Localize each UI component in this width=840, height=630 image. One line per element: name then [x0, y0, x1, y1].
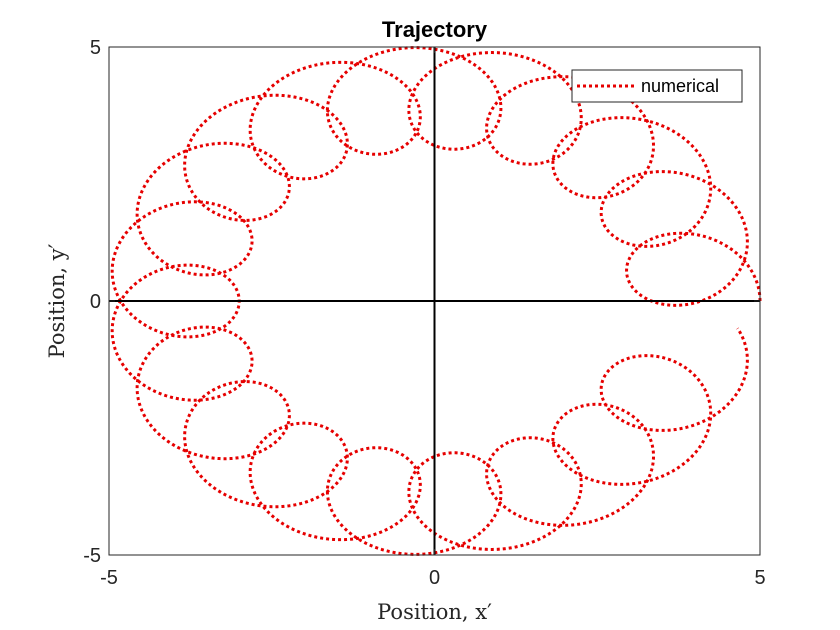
legend: numerical — [571, 69, 743, 103]
x-tick-label: 0 — [429, 567, 440, 589]
legend-label-numerical: numerical — [641, 76, 719, 96]
x-tick-label: 5 — [754, 567, 765, 589]
x-tick-label: -5 — [100, 567, 118, 589]
x-ticks — [108, 47, 761, 555]
x-tick-labels: -5 0 5 — [100, 567, 765, 589]
y-tick-label: 5 — [90, 37, 101, 59]
y-axis-label: Position, y′ — [45, 243, 69, 358]
chart-title: Trajectory — [382, 17, 488, 42]
y-ticks — [109, 46, 760, 556]
legend-box — [571, 69, 743, 103]
y-tick-label: -5 — [83, 545, 101, 567]
y-tick-label: 0 — [90, 291, 101, 313]
x-axis-label: Position, x′ — [377, 600, 492, 624]
y-tick-labels: -5 0 5 — [83, 37, 101, 567]
